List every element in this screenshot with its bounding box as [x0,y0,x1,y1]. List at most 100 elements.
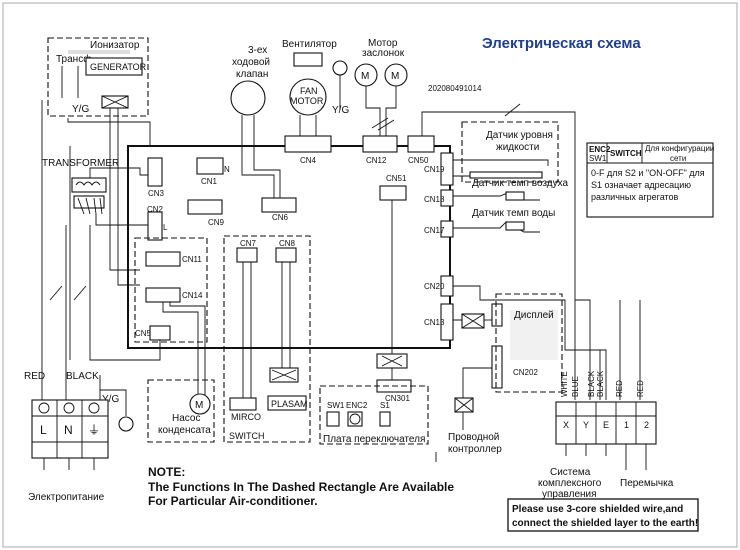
warning-line-2: connect the shielded layer to the earth! [512,518,698,529]
cn5-wire [89,225,161,361]
terminal-2: 2 [644,420,649,430]
black-label: BLACK [66,371,99,382]
cn1-label: CN1 [201,177,218,186]
power-screw-l [38,402,50,414]
power-terminal-grid [32,400,108,458]
cn14-label: CN14 [182,291,203,300]
wire-red-1: RED [615,380,624,397]
switch-wires [242,262,291,398]
config-desc-3: различных агрегатов [591,192,679,202]
cn17-connector [440,220,454,238]
ionizer-wires [61,66,79,98]
valve-wires [241,115,281,198]
air-sensor-label: Датчик темп воздуха [472,178,568,189]
water-sensor-element [505,221,525,231]
cn50-connector [407,135,435,153]
cn13-label: CN13 [424,318,445,327]
config-table [586,142,714,218]
cn12-connector [362,135,398,153]
display-panel [510,310,558,360]
pump-motor-icon [189,393,211,415]
power-ground-icon [118,416,134,432]
power-terminal-block [31,399,109,459]
cn202-plug [491,345,503,389]
ionizer-connector-x [101,95,129,109]
cn19-connector [440,152,454,186]
plasma-box [267,395,307,411]
cn17-label: CN17 [424,226,445,235]
damper-m-1: M [361,71,369,82]
cn14-connector [145,287,181,303]
mirco-label: MIRCO [231,412,261,422]
cn13-connector [440,303,454,341]
power-yg-label: Y/G [102,394,119,405]
ionizer-label: Ионизатор [90,40,140,51]
jumper-label: Перемычка [620,478,674,489]
water-sensor-label: Датчик темп воды [472,208,555,219]
fan-motor-text-2: MOTOR [290,96,324,106]
cn6-label: CN6 [272,213,289,222]
wire-white: WHITE [560,371,569,397]
config-switch: SWITCH [610,149,642,158]
note-line-1: The Functions In The Dashed Rectangle Ar… [148,480,454,494]
transformer-connector [73,195,105,209]
sw1-label: SW1 [327,401,345,410]
switch-label: SWITCH [229,431,265,441]
config-header-1: Для конфигурации [645,144,714,153]
part-code: 202080491014 [428,84,482,93]
generator-box [85,57,143,76]
fan-label: Вентилятор [282,39,337,50]
cn50-label: CN50 [408,156,429,165]
config-table-grid [587,143,713,164]
cn50-network-wire [421,111,591,400]
wired-controller-label-2: контроллер [448,444,502,455]
enc2-label: ENC2 [346,401,368,410]
control-leads [565,444,647,470]
cn9-connector [187,199,223,215]
switch-board-label: Плата переключателя [323,434,425,445]
transformer-winding [75,181,101,186]
cn1-connector [196,157,224,175]
note-line-2: For Particular Air-conditioner. [148,494,318,508]
control-system-label-2: комплексного [538,478,602,489]
diagram-title: Электрическая схема [482,35,641,52]
cn11-connector [145,251,181,267]
cn2-label: CN2 [147,205,164,214]
warning-line-1: Please use 3-core shielded wire,and [512,504,683,515]
pump-label-1: Насос [172,413,200,424]
damper-wire-marks [371,117,395,131]
air-sensor-element [505,191,525,201]
valve-label-3: клапан [236,69,268,80]
config-enc2: ENC2 [589,145,611,154]
terminal-1: 1 [624,420,629,430]
level-sensor-box [461,121,559,183]
config-header-2: сети [670,154,686,163]
wired-controller-connector-x [454,397,474,413]
fan-motor-symbol [289,78,327,116]
plasma-connector-x [271,369,297,381]
pump-box [147,379,215,443]
cn19-label: CN19 [424,165,445,174]
fan-ground-icon [332,60,348,76]
enc2-dial [349,413,361,425]
cn202-label: CN202 [513,368,538,377]
s1-label: S1 [380,401,390,410]
valve-label-2: ходовой [232,57,270,68]
control-terminal-grid [556,402,656,444]
fan-motor-text-1: FAN [300,86,318,96]
cn7-connector [236,247,258,263]
valve-label-1: 3-ех [248,45,267,56]
ionizer-shade [68,50,130,54]
transformer-label: TRANSFORMER [42,158,119,169]
plasma-label: PLASAM [271,399,308,409]
power-screw-ground [88,402,100,414]
power-terminal-ground: ⏚ [88,423,100,437]
transformer-secondary-wires [89,167,148,226]
terminal-x: X [563,420,569,430]
wire-black-2: BLACK [596,370,605,397]
display-label: Дисплей [514,310,554,321]
wire-blue: BLUE [571,376,580,397]
